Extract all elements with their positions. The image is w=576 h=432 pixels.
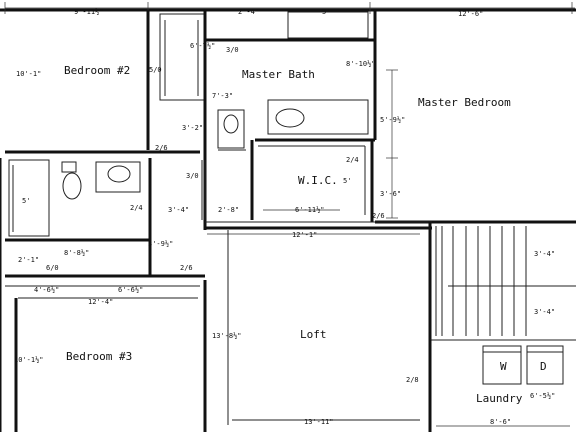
dim-bedroom3-height: 10'-1½" (14, 356, 44, 364)
dim-stair-a: 3'-4" (534, 250, 555, 258)
dim-bedroom3-width: 12'-4" (88, 298, 113, 306)
dim-stair-b: 3'-4" (534, 308, 555, 316)
bedroom2-walls (5, 10, 205, 154)
dim-bath2-tub: 5' (22, 197, 30, 205)
dim-door-wic: 2/4 (346, 156, 359, 164)
dim-small-d: 5' (322, 8, 330, 16)
hall-walls (201, 160, 432, 235)
label-master-bath: Master Bath (242, 68, 315, 81)
label-bedroom2: Bedroom #2 (64, 64, 130, 77)
dim-hall-b: 3'-4" (168, 206, 189, 214)
dim-small-b: 6'-6½" (118, 286, 143, 294)
dim-wic-depth: 5' (343, 177, 351, 185)
dim-laundry-width: 8'-6" (490, 418, 511, 426)
dim-small-a: 4'-6½" (34, 286, 59, 294)
dim-hall-d: 8'-8½" (64, 249, 89, 257)
dim-top-left: 9'-11½" (74, 8, 104, 16)
bath2-walls (5, 158, 152, 276)
label-washer: W (500, 360, 507, 373)
dim-hall-f: 12'-1" (292, 231, 317, 239)
label-master-bedroom: Master Bedroom (418, 96, 511, 109)
dim-hall-c: 2'-8" (218, 206, 239, 214)
label-dryer: D (540, 360, 547, 373)
dim-small-f: 6'-7½" (190, 42, 215, 50)
dim-door-linen: 6/0 (46, 264, 59, 272)
dim-closet: 5/0 (149, 66, 162, 74)
dim-top-right: 12'-6" (458, 10, 483, 18)
dim-small-c: 2'-4" (238, 8, 259, 16)
dim-loft-height: 13'-8½" (212, 332, 242, 340)
dim-master-bedroom-height: 5'-9½" (380, 116, 405, 124)
label-wic: W.I.C. (298, 174, 338, 187)
dim-bath-height: 7'-3" (212, 92, 233, 100)
dim-door-master: 2/6 (372, 212, 385, 220)
dim-door-bedroom3: 2/6 (180, 264, 193, 272)
laundry-walls (428, 340, 570, 432)
exterior-walls (0, 8, 576, 432)
dim-bedroom2-height: 10'-1" (16, 70, 41, 78)
top-dimension-line (4, 2, 575, 14)
label-bedroom3: Bedroom #3 (66, 350, 132, 363)
dim-small-e: 3'-9½" (148, 240, 173, 248)
dim-door-bath2: 2/4 (130, 204, 143, 212)
dim-bath-width: 8'-10½" (346, 60, 376, 68)
dim-loft-width: 13'-11" (304, 418, 334, 426)
label-loft: Loft (300, 328, 327, 341)
dim-hall-a: 3'-2" (182, 124, 203, 132)
dim-door-hall: 3/0 (186, 172, 199, 180)
loft-walls (5, 230, 420, 432)
dim-door-bedroom2: 2/6 (155, 144, 168, 152)
stair-treads (428, 222, 576, 341)
master-bedroom-walls (375, 69, 576, 224)
dim-wic-width: 6'-11½" (295, 206, 325, 214)
label-laundry: Laundry (476, 392, 523, 405)
master-bath-walls (203, 10, 377, 230)
dim-master-bedroom-lower: 3'-6" (380, 190, 401, 198)
dim-laundry-depth: 6'-5½" (530, 392, 555, 400)
dim-hall-e: 2'-1" (18, 256, 39, 264)
dim-door-laundry: 2/8 (406, 376, 419, 384)
wic-walls (250, 138, 375, 222)
dim-door-bath: 3/0 (226, 46, 239, 54)
